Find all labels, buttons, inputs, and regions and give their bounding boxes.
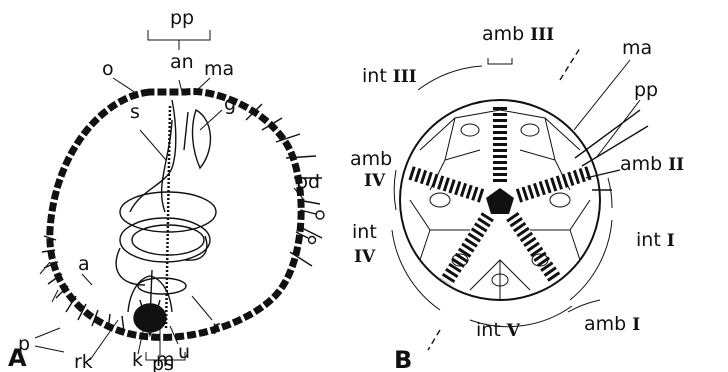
label-pp-b: pp [634,79,658,101]
label-rk: rk [74,351,93,372]
label-an: an [170,51,194,73]
label-ma-a: ma [204,58,234,80]
label-int-iv-prefix: int [352,221,377,243]
panel-b-leaders [574,60,640,158]
panel-letter-a: A [8,344,27,372]
panel-letter-b: B [394,346,412,372]
label-u: u [178,341,190,363]
label-a: a [78,253,90,275]
podia [42,236,124,332]
nerve-ring [138,278,186,294]
label-amb-iv-numeral: IV [364,171,386,191]
label-s: s [130,101,140,123]
label-int-iv-numeral: IV [354,247,376,267]
label-g: g [224,93,236,115]
label-ps: ps [152,353,174,372]
panel-a: pp an o ma s g pd a p rk k m u r ps A [8,7,324,372]
label-r: r [212,317,220,339]
label-o: o [102,58,114,80]
label-ma-b: ma [622,37,652,59]
label-pd: pd [296,171,320,193]
apical-disc [486,188,514,214]
label-k: k [132,349,143,371]
spines [575,110,648,190]
label-amb-iv-prefix: amb [350,148,392,170]
label-pp-a: pp [170,7,194,29]
gonad [184,110,210,168]
